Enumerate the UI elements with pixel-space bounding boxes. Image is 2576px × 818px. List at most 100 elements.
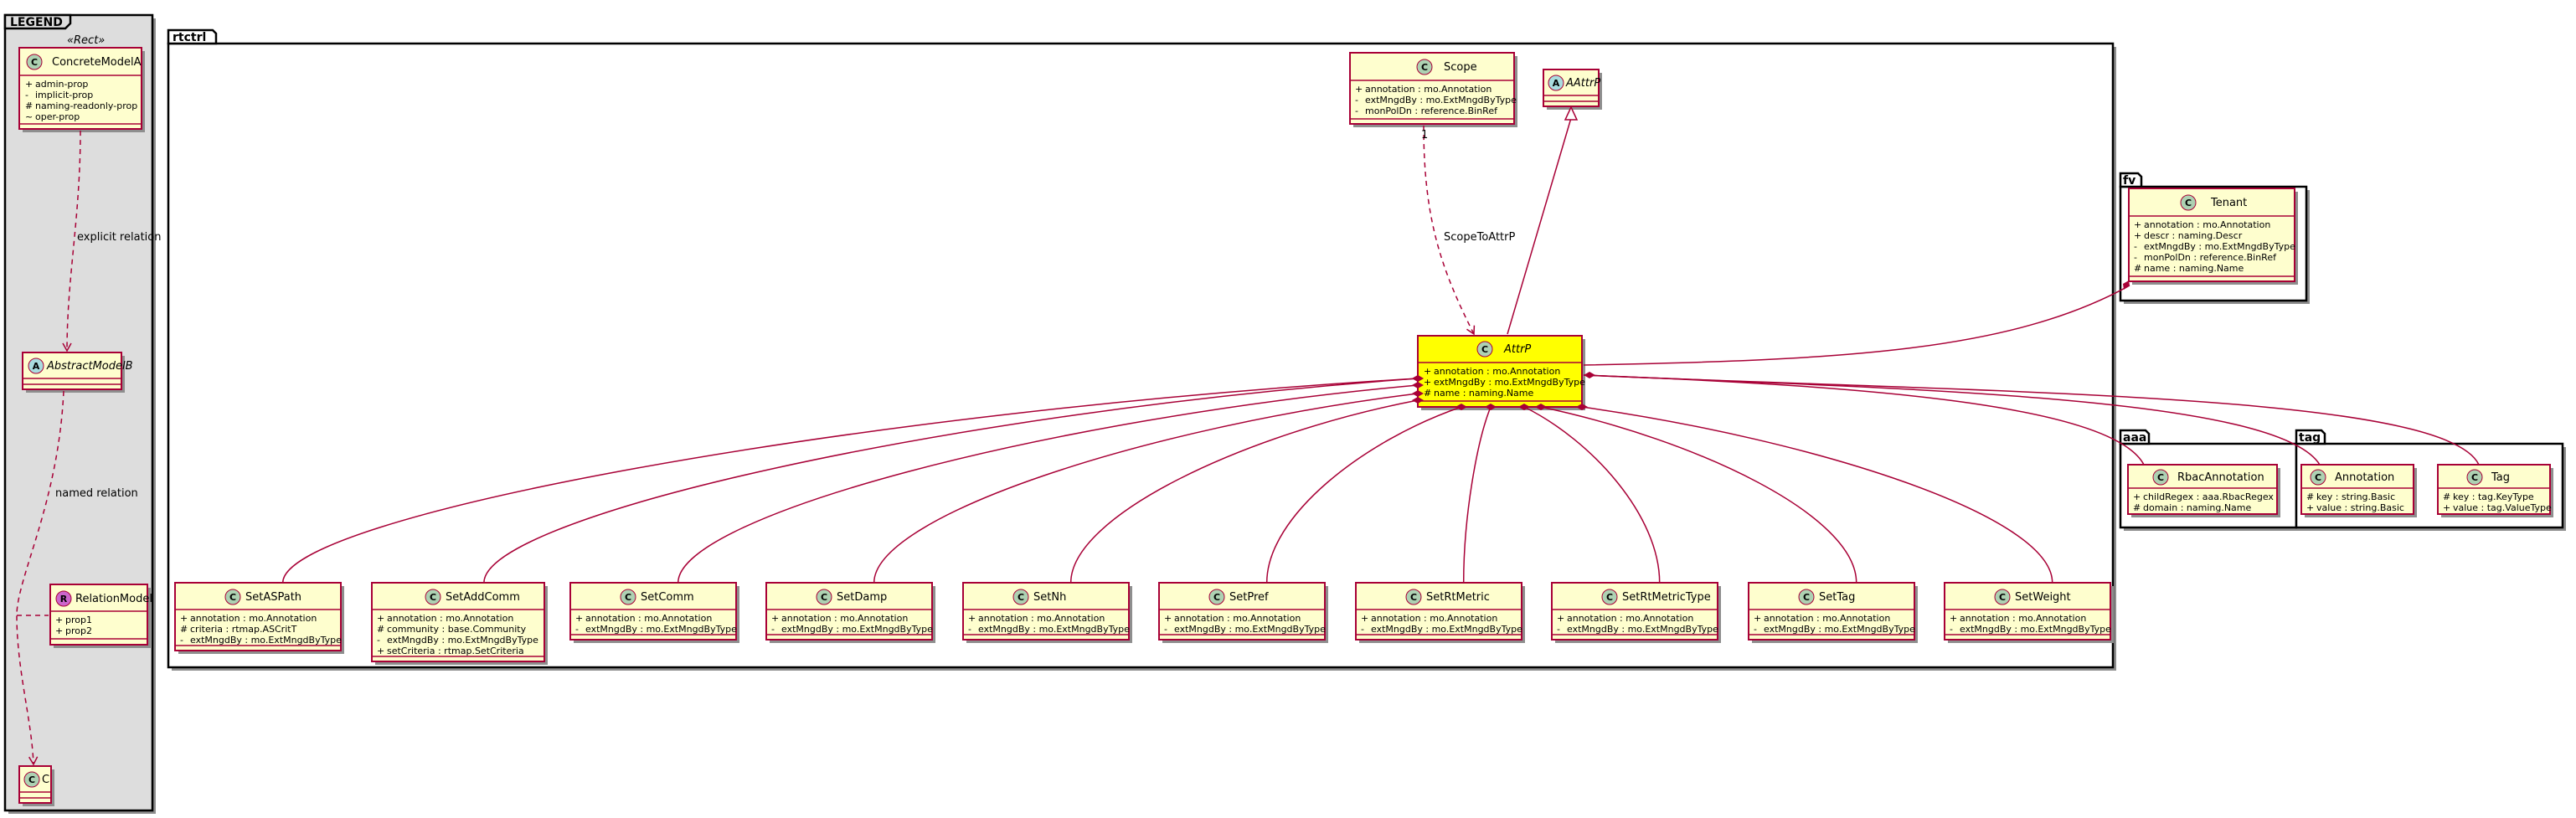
class-c-icon-letter: C: [2315, 472, 2321, 483]
composition-link: [1540, 406, 1857, 584]
class-c-icon: [1994, 589, 2011, 605]
attr-text: annotation : mo.Annotation: [1960, 613, 2086, 624]
composition-link: [1581, 406, 2053, 584]
attr-text: annotation : mo.Annotation: [2144, 219, 2270, 230]
attr-visibility: -: [25, 90, 28, 100]
class-abstract-model-b[interactable]: A AbstractModelB: [22, 352, 133, 393]
class-tenant[interactable]: C Tenant + annotation : mo.Annotation + …: [2128, 188, 2298, 285]
attr-visibility: +: [1361, 613, 1368, 624]
abstract-a-icon-letter: A: [33, 361, 40, 372]
class-name: SetNh: [1033, 591, 1066, 604]
attr-text: annotation : mo.Annotation: [1567, 613, 1693, 624]
class-name: Tenant: [2210, 197, 2247, 209]
attr-visibility: #: [1424, 388, 1431, 399]
class-c-icon-letter: C: [430, 592, 436, 603]
class-name: AbstractModelB: [46, 360, 133, 373]
class-name: SetDamp: [837, 591, 887, 604]
composition-link: [281, 378, 1419, 584]
attrp-to-tag-line: [1583, 374, 2480, 466]
attr-text: annotation : mo.Annotation: [1365, 84, 1492, 95]
class-name: C: [42, 774, 49, 786]
class-c-icon-letter: C: [1421, 62, 1428, 73]
abstract-a-icon-letter: A: [1553, 78, 1560, 89]
class-name: SetPref: [1229, 591, 1269, 604]
class-aattrp[interactable]: A AAttrP: [1543, 69, 1602, 110]
attr-visibility: -: [180, 635, 183, 646]
attr-visibility: #: [377, 624, 384, 635]
attr-text: prop2: [65, 625, 92, 636]
class-c-icon-letter: C: [1999, 592, 2006, 603]
attr-text: extMngdBy : mo.ExtMngdByType: [387, 635, 538, 646]
attr-text: name : naming.Name: [2144, 263, 2244, 274]
attr-text: monPolDn : reference.BinRef: [2144, 252, 2277, 263]
class-name: Tag: [2491, 471, 2510, 484]
attr-text: annotation : mo.Annotation: [387, 613, 513, 624]
attr-visibility: -: [771, 624, 775, 635]
composition-link: [1069, 399, 1419, 584]
attr-visibility: -: [1557, 624, 1560, 635]
attr-text: annotation : mo.Annotation: [978, 613, 1105, 624]
class-c-icon-letter: C: [229, 592, 236, 603]
attr-text: extMngdBy : mo.ExtMngdByType: [781, 624, 933, 635]
composition-link: [1462, 406, 1492, 584]
attr-text: implicit-prop: [35, 90, 93, 100]
class-rbac-annotation[interactable]: C RbacAnnotation + childRegex : aaa.Rbac…: [2127, 464, 2280, 517]
attr-text: extMngdBy : mo.ExtMngdByType: [585, 624, 737, 635]
attr-visibility: +: [2134, 219, 2141, 230]
attr-visibility: -: [1355, 95, 1358, 105]
attr-text: naming-readonly-prop: [35, 100, 137, 111]
composition-diamond: [1412, 390, 1424, 397]
class-name: ConcreteModelA: [52, 56, 142, 69]
legend-stereotype: «Rect»: [67, 34, 105, 47]
class-c-icon: [425, 589, 441, 605]
attr-visibility: -: [575, 624, 579, 635]
class-c[interactable]: C C: [18, 765, 54, 806]
composition-diamond: [2123, 280, 2130, 290]
attr-text: monPolDn : reference.BinRef: [1365, 105, 1498, 116]
abstract-a-icon: [28, 358, 44, 374]
attr-text: extMngdBy : mo.ExtMngdByType: [1365, 95, 1517, 105]
attr-text: annotation : mo.Annotation: [1434, 366, 1560, 377]
class-concrete-model-a[interactable]: C ConcreteModelA + admin-prop - implicit…: [18, 47, 145, 132]
attr-visibility: -: [968, 624, 971, 635]
class-annotation[interactable]: C Annotation # key : string.Basic + valu…: [2300, 464, 2417, 517]
composition-diamond: [1412, 397, 1424, 404]
attr-text: value : tag.ValueType: [2453, 502, 2552, 513]
class-tag[interactable]: C Tag # key : tag.KeyType + value : tag.…: [2437, 464, 2553, 517]
class-name: Scope: [1444, 61, 1477, 74]
class-c-icon: [1208, 589, 1225, 605]
composition-link: [483, 378, 1419, 584]
class-attrp[interactable]: C AttrP + annotation : mo.Annotation + e…: [1417, 335, 1585, 410]
attr-visibility: +: [180, 613, 188, 624]
attr-visibility: +: [55, 615, 63, 625]
attr-visibility: +: [1355, 84, 1363, 95]
attr-text: domain : naming.Name: [2143, 502, 2252, 513]
attr-text: admin-prop: [35, 79, 88, 90]
attr-text: annotation : mo.Annotation: [585, 613, 712, 624]
attr-visibility: +: [2133, 491, 2141, 502]
attr-visibility: +: [1950, 613, 1957, 624]
class-name: SetRtMetric: [1426, 591, 1490, 604]
attr-visibility: +: [2443, 502, 2450, 513]
class-c-icon: [2152, 469, 2169, 486]
class-scope[interactable]: C Scope + annotation : mo.Annotation - e…: [1349, 52, 1517, 127]
attr-text: annotation : mo.Annotation: [1371, 613, 1497, 624]
class-name: Annotation: [2335, 471, 2394, 484]
scope-rel-multiplicity: 1: [1421, 129, 1428, 141]
class-name: SetWeight: [2015, 591, 2071, 604]
class-name: AAttrP: [1565, 77, 1600, 90]
attr-text: extMngdBy : mo.ExtMngdByType: [1174, 624, 1326, 635]
attr-visibility: #: [2134, 263, 2141, 274]
class-c-icon: [23, 771, 40, 788]
class-relation-model[interactable]: R RelationModel + prop1 + prop2: [49, 584, 152, 648]
